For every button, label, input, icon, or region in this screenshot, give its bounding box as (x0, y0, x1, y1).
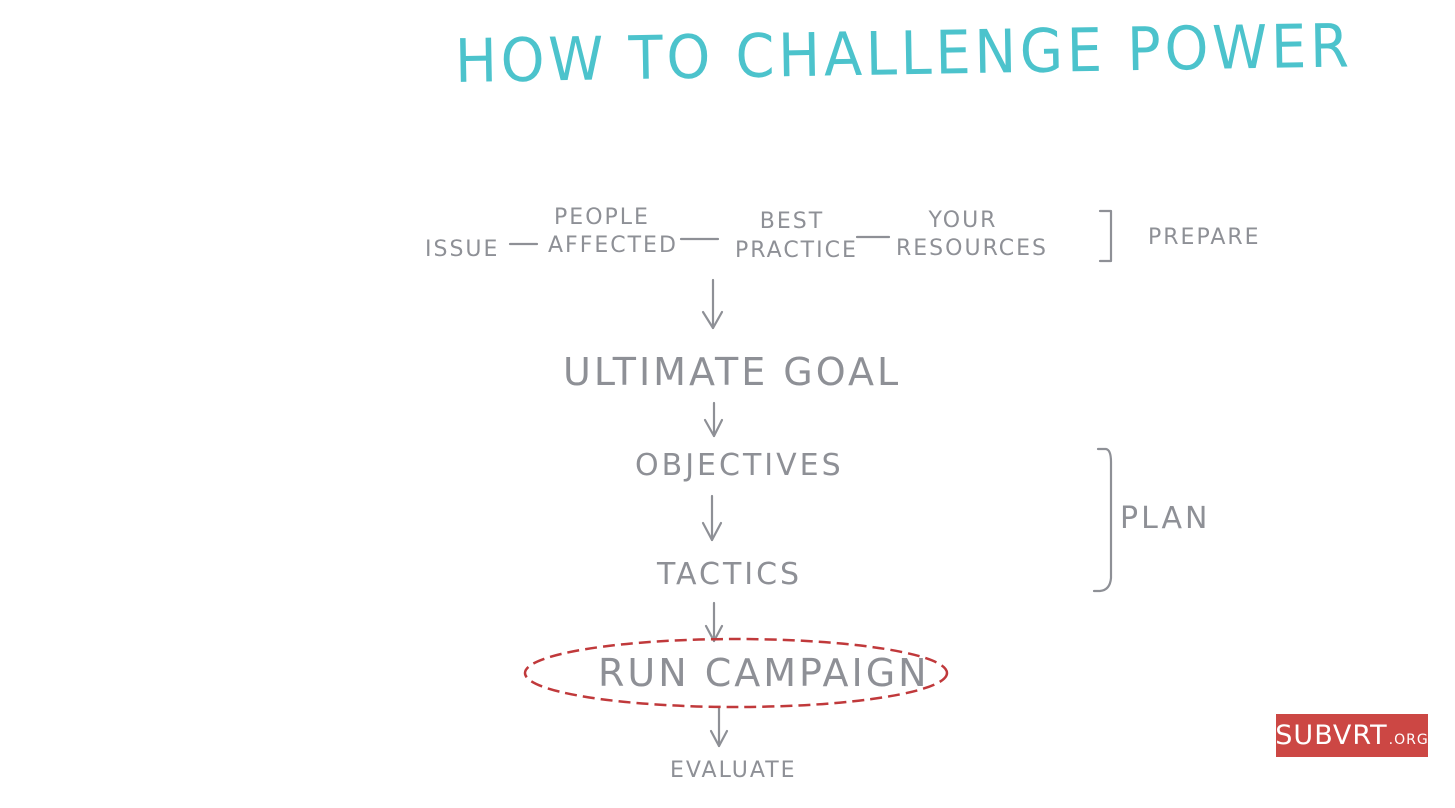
node-people-affected-line1: PEOPLE (554, 205, 650, 230)
arrow-down-icon (709, 706, 729, 748)
node-people-affected-line2: AFFECTED (548, 233, 678, 258)
node-your-resources: YOUR RESOURCES (896, 208, 1048, 261)
badge-tld: .ORG (1388, 731, 1429, 748)
node-evaluate: EVALUATE (670, 758, 797, 783)
node-ultimate-goal: ULTIMATE GOAL (563, 350, 902, 394)
arrow-down-icon (703, 401, 724, 438)
badge-name: SUBVRT (1275, 720, 1388, 751)
node-issue: ISSUE (425, 237, 500, 262)
plan-bracket (1092, 447, 1113, 593)
prepare-bracket (1098, 209, 1113, 263)
node-best-practice-line1: BEST (759, 209, 825, 234)
run-campaign-highlight (523, 637, 949, 709)
arrow-down-icon (701, 278, 724, 330)
node-your-resources-line2: RESOURCES (896, 236, 1048, 261)
phase-prepare-label: PREPARE (1148, 225, 1261, 250)
node-people-affected: PEOPLE AFFECTED (548, 205, 678, 258)
node-objectives: OBJECTIVES (635, 448, 844, 483)
node-your-resources-line1: YOUR (928, 208, 998, 233)
node-best-practice: BEST PRACTICE (735, 209, 858, 263)
arrow-down-icon (701, 494, 723, 542)
subvrt-logo-badge[interactable]: SUBVRT.ORG (1275, 714, 1429, 757)
arrow-down-icon (704, 601, 724, 643)
node-best-practice-line2: PRACTICE (735, 238, 858, 263)
node-run-campaign: RUN CAMPAIGN (598, 651, 930, 695)
node-tactics: TACTICS (657, 557, 803, 592)
phase-plan-label: PLAN (1120, 501, 1211, 536)
